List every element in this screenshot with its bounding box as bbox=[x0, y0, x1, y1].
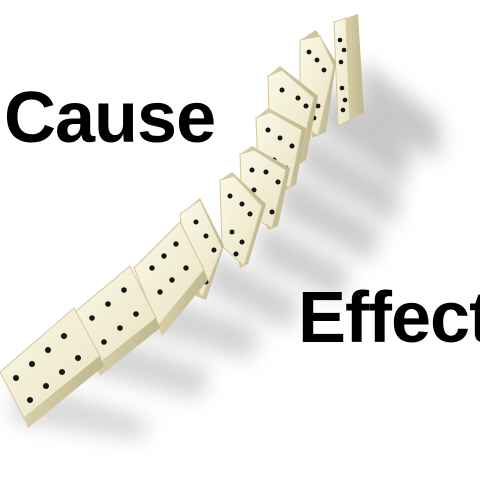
effect-label: Effect bbox=[298, 278, 480, 358]
cause-label: Cause bbox=[4, 78, 216, 158]
domino-4 bbox=[219, 172, 266, 268]
domino-1 bbox=[0, 307, 104, 428]
domino-9 bbox=[333, 14, 364, 127]
